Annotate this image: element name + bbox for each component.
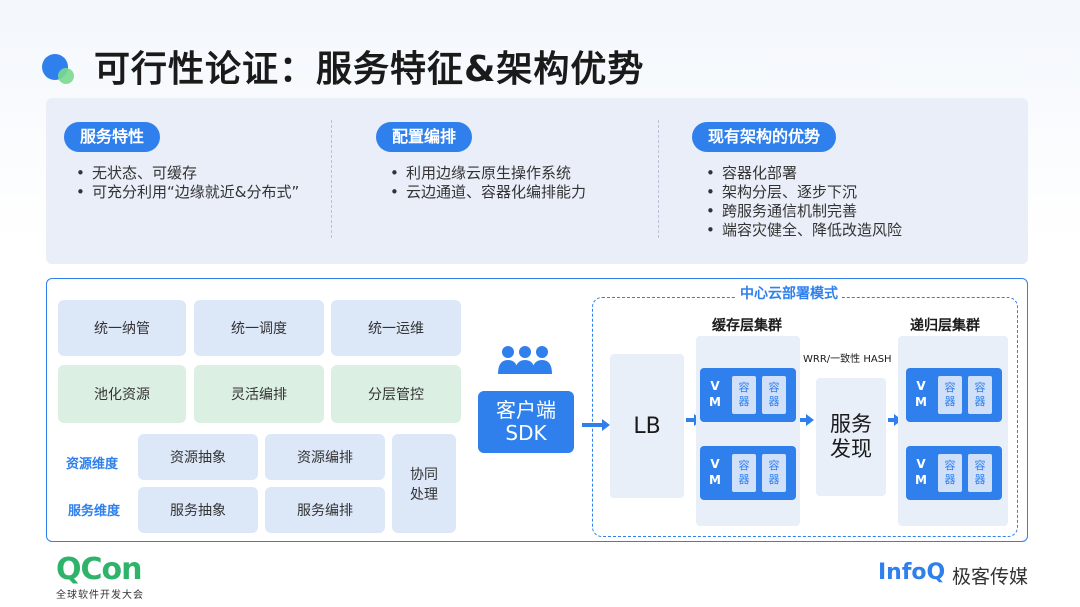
container-icon: 容器 <box>762 454 786 492</box>
container-icon: 容器 <box>732 454 756 492</box>
service-dimension-label: 服务维度 <box>68 504 121 519</box>
divider <box>331 120 332 238</box>
service-discovery-box: 服务 发现 <box>816 378 886 496</box>
container-icon: 容器 <box>732 376 756 414</box>
tile-resource-abstraction: 资源抽象 <box>138 434 258 480</box>
tile-resource-orchestration: 资源编排 <box>265 434 385 480</box>
arrow-icon <box>888 414 902 426</box>
list-item: 云边通道、容器化编排能力 <box>384 183 586 202</box>
title-dot-accent-icon <box>58 68 74 84</box>
footer <box>0 552 1080 607</box>
section-heading-advantages: 现有架构的优势 <box>692 122 837 152</box>
list-item: 可充分利用“边缘就近&分布式” <box>70 183 299 202</box>
list-item: 跨服务通信机制完善 <box>700 202 902 221</box>
container-icon: 容器 <box>968 454 992 492</box>
tile-cooperative-processing: 协同 处理 <box>392 434 456 533</box>
container-icon: 容器 <box>762 376 786 414</box>
tile-service-abstraction: 服务抽象 <box>138 487 258 533</box>
page-title: 可行性论证：服务特征&架构优势 <box>94 49 645 90</box>
list-item: 利用边缘云原生操作系统 <box>384 164 586 183</box>
tile-flexible-orchestration: 灵活编排 <box>194 365 324 423</box>
region-title: 中心云部署模式 <box>736 283 842 303</box>
section-heading-config: 配置编排 <box>376 122 473 152</box>
tile-unified-ops: 统一运维 <box>331 300 461 356</box>
resource-dimension-label: 资源维度 <box>66 457 119 472</box>
service-discovery-line: 服务 <box>830 412 872 436</box>
container-icon: 容器 <box>938 454 962 492</box>
advantages-list: 容器化部署 架构分层、逐步下沉 跨服务通信机制完善 端容灾健全、降低改造风险 <box>700 164 902 240</box>
container-icon: 容器 <box>938 376 962 414</box>
divider <box>658 120 659 238</box>
arrow-icon <box>800 414 814 426</box>
section-heading-service-features: 服务特性 <box>64 122 161 152</box>
client-label: 客户端 <box>496 398 556 422</box>
tile-unified-management: 统一纳管 <box>58 300 186 356</box>
list-item: 容器化部署 <box>700 164 902 183</box>
tile-unified-scheduling: 统一调度 <box>194 300 324 356</box>
sdk-label: SDK <box>505 421 547 445</box>
list-item: 架构分层、逐步下沉 <box>700 183 902 202</box>
qcon-subtitle: 全球软件开发大会 <box>56 590 144 601</box>
recursive-cluster-label: 递归层集群 <box>910 318 980 334</box>
tile-layered-control: 分层管控 <box>331 365 461 423</box>
tile-service-orchestration: 服务编排 <box>265 487 385 533</box>
tile-pooled-resources: 池化资源 <box>58 365 186 423</box>
lb-box: LB <box>610 354 684 498</box>
wrr-label: WRR/一致性 HASH <box>803 354 892 365</box>
cooperate-line: 协同 <box>410 466 438 483</box>
infoq-logo: InfoQ <box>878 560 946 585</box>
cache-cluster-label: 缓存层集群 <box>712 318 782 334</box>
infoq-brand-cn: 极客传媒 <box>952 566 1029 588</box>
arrow-icon <box>582 419 610 431</box>
arrow-icon <box>686 414 702 426</box>
service-discovery-line: 发现 <box>830 437 872 461</box>
client-sdk-box: 客户端 SDK <box>478 391 574 453</box>
container-icon: 容器 <box>968 376 992 414</box>
service-features-list: 无状态、可缓存 可充分利用“边缘就近&分布式” <box>70 164 299 202</box>
config-list: 利用边缘云原生操作系统 云边通道、容器化编排能力 <box>384 164 586 202</box>
users-icon <box>498 346 552 374</box>
qcon-logo: QCon <box>56 552 142 587</box>
list-item: 无状态、可缓存 <box>70 164 299 183</box>
lb-label: LB <box>633 413 661 439</box>
cooperate-line: 处理 <box>410 486 438 503</box>
list-item: 端容灾健全、降低改造风险 <box>700 221 902 240</box>
